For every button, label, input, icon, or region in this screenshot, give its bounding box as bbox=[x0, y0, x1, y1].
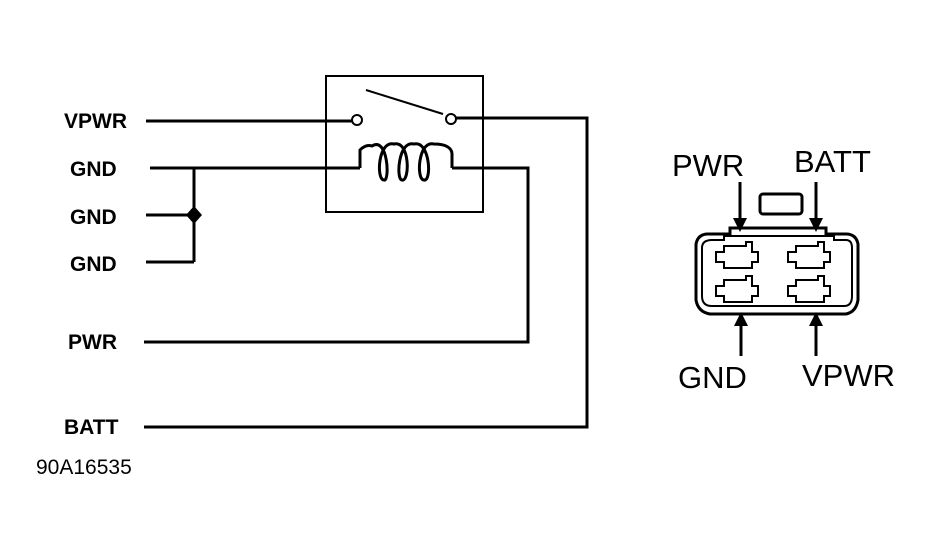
arrow-vpwr-head bbox=[809, 312, 823, 326]
label-gnd-1: GND bbox=[70, 158, 117, 181]
label-gnd-3: GND bbox=[70, 253, 117, 276]
connector-latch bbox=[758, 192, 804, 216]
wires bbox=[144, 116, 589, 429]
connector-inner bbox=[701, 235, 853, 307]
wire-pwr bbox=[144, 166, 530, 344]
arrow-pwr-head bbox=[733, 218, 747, 232]
label-gnd-2: GND bbox=[70, 206, 117, 229]
figure-id: 90A16535 bbox=[36, 456, 132, 479]
relay-box bbox=[325, 75, 484, 213]
label-pwr: PWR bbox=[68, 331, 117, 354]
switch-contact-right bbox=[445, 113, 457, 125]
splice-dot bbox=[186, 206, 202, 224]
relay-coil bbox=[358, 142, 454, 182]
terminal-batt bbox=[787, 241, 831, 269]
connector-label-gnd: GND bbox=[678, 360, 747, 395]
connector-label-vpwr: VPWR bbox=[802, 358, 895, 393]
arrow-gnd-head bbox=[734, 312, 748, 326]
connector-body bbox=[694, 226, 860, 316]
terminal-pwr bbox=[715, 241, 759, 269]
label-vpwr: VPWR bbox=[64, 110, 127, 133]
relay bbox=[325, 75, 484, 213]
terminal-gnd bbox=[715, 275, 759, 303]
connector-label-batt: BATT bbox=[794, 144, 871, 179]
terminal-vpwr bbox=[787, 275, 831, 303]
switch-contact-left bbox=[351, 114, 363, 126]
wire-batt bbox=[144, 116, 589, 429]
connector-label-pwr: PWR bbox=[672, 148, 744, 183]
switch-arm bbox=[365, 89, 444, 115]
connector: PWR BATT GND VPWR bbox=[672, 144, 895, 395]
label-batt: BATT bbox=[64, 416, 119, 439]
arrow-batt-head bbox=[809, 218, 823, 232]
